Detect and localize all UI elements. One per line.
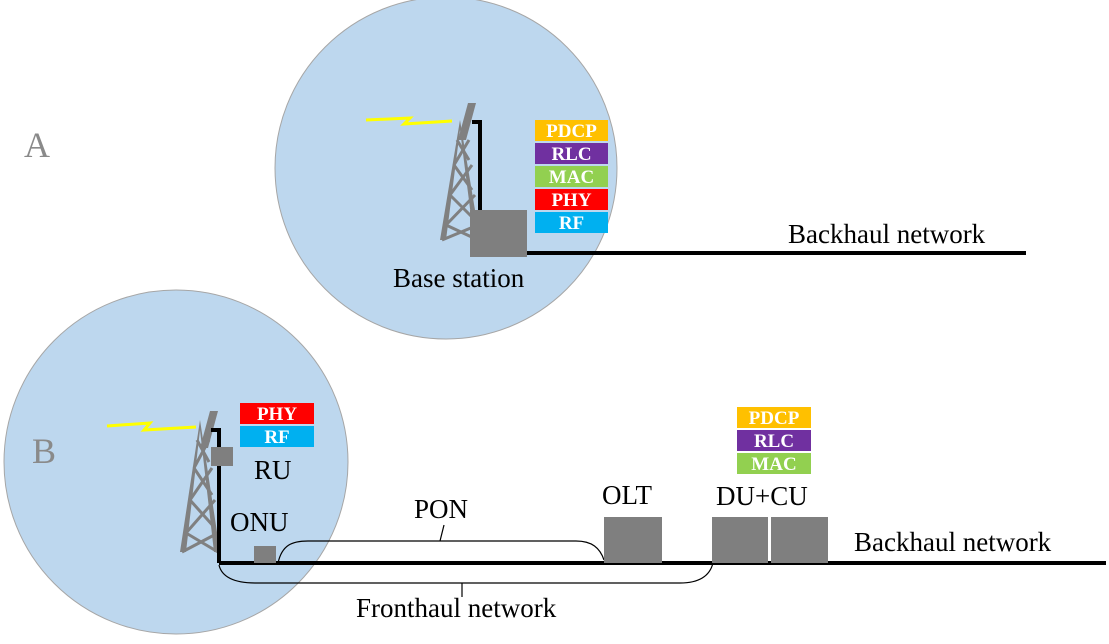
protocol-stack-a: PDCP RLC MAC PHY RF [535, 120, 608, 234]
onu-box [254, 546, 276, 563]
cu-box [771, 517, 828, 563]
pon-leader [439, 524, 445, 542]
ducu-label: DU+CU [716, 481, 808, 511]
base-station-label: Base station [393, 263, 525, 293]
onu-label: ONU [230, 507, 289, 537]
layer-rlc [535, 143, 608, 164]
bolt-icon [106, 421, 197, 432]
layer-rf-label: RF [559, 213, 584, 234]
layer-phy-label: PHY [257, 404, 297, 425]
layer-phy [535, 189, 608, 210]
pon-label: PON [414, 494, 468, 524]
antenna-panel-icon [200, 411, 218, 448]
ru-box [211, 447, 233, 466]
fronthaul-label: Fronthaul network [356, 593, 557, 623]
scenario-a: A Base station Backhaul network PDCP RLC [24, 0, 1026, 340]
base-station-box [470, 210, 527, 257]
tower-cable-a [472, 120, 482, 210]
layer-rf-label: RF [264, 427, 289, 448]
olt-box [604, 517, 662, 563]
olt-label: OLT [602, 480, 653, 510]
antenna-panel-icon [458, 103, 476, 140]
bolt-icon [365, 116, 453, 126]
layer-pdcp [737, 407, 811, 428]
backhaul-label-b: Backhaul network [854, 527, 1052, 557]
layer-mac-label: MAC [549, 167, 594, 188]
layer-pdcp-label: PDCP [546, 121, 597, 142]
layer-phy [240, 403, 314, 424]
scenario-b: B RU PHY RF ONU [3, 289, 1106, 635]
layer-rlc-label: RLC [551, 144, 591, 165]
layer-mac-label: MAC [751, 454, 796, 475]
layer-mac [737, 453, 811, 474]
pon-brace [277, 540, 605, 564]
layer-mac [535, 166, 608, 187]
scenario-a-label: A [24, 125, 50, 165]
backhaul-label-a: Backhaul network [788, 219, 986, 249]
protocol-stack-ru: PHY RF [240, 403, 314, 448]
protocol-stack-ducu: PDCP RLC MAC [737, 407, 811, 475]
layer-pdcp-label: PDCP [749, 408, 800, 429]
layer-pdcp [535, 120, 608, 141]
layer-rlc-label: RLC [754, 431, 794, 452]
du-box [712, 517, 768, 563]
layer-rf [240, 426, 314, 447]
layer-rf [535, 212, 608, 233]
scenario-b-label: B [32, 431, 56, 471]
antenna-tower-icon [180, 411, 220, 554]
layer-rlc [737, 430, 811, 451]
fronthaul-brace [218, 562, 714, 584]
layer-phy-label: PHY [551, 190, 591, 211]
ru-label: RU [254, 455, 292, 485]
ru-cable [211, 428, 221, 450]
